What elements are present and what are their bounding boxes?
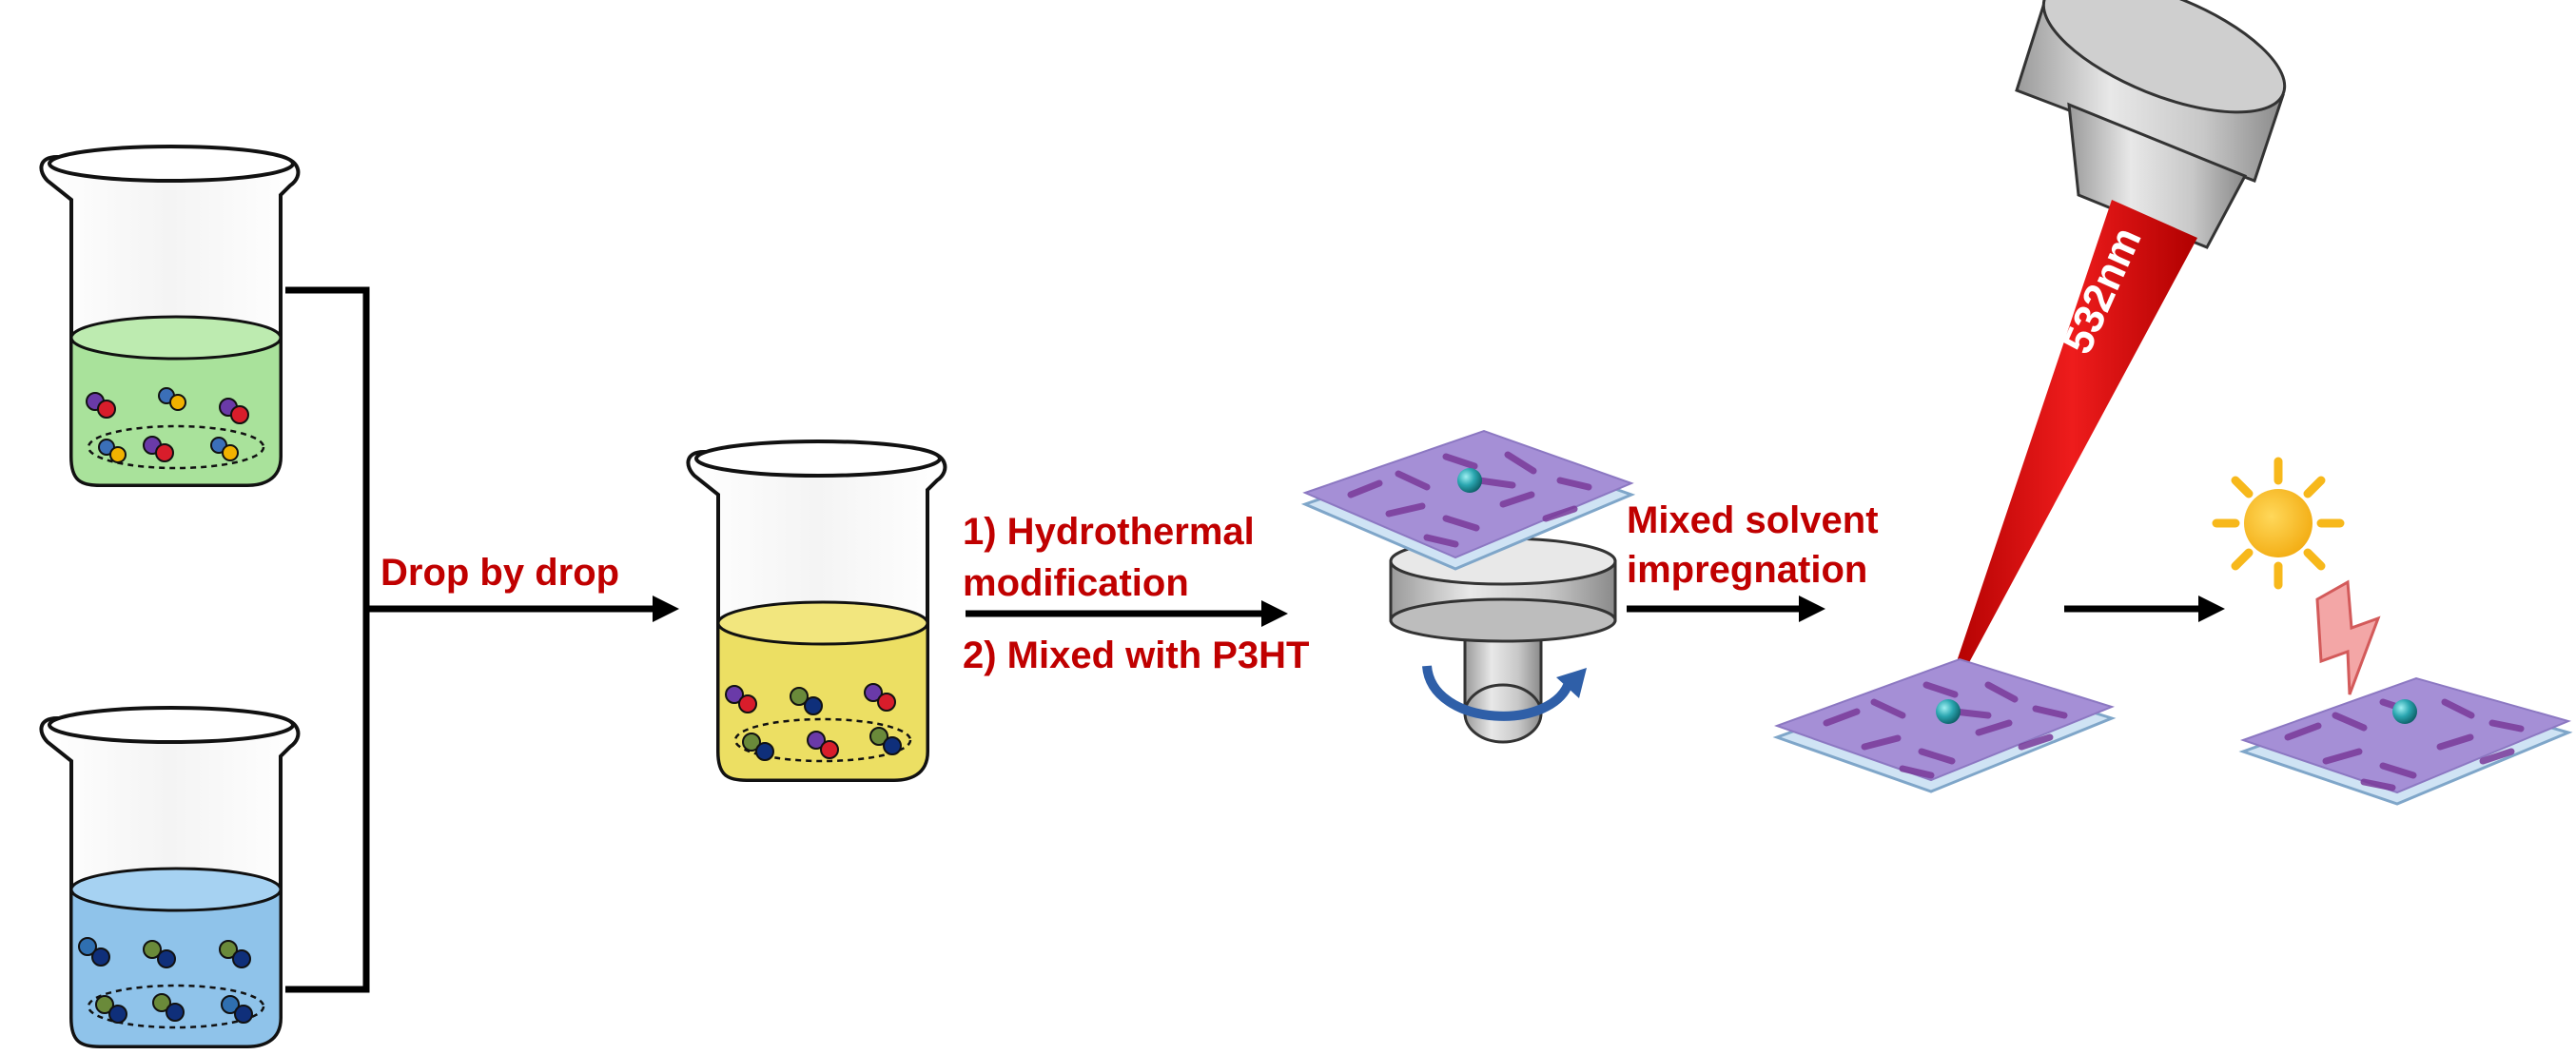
beaker-icon: [39, 145, 301, 487]
rotation-arrow-icon: [1422, 665, 1587, 721]
lightning-icon: [2315, 579, 2381, 695]
film-final: [2238, 676, 2573, 806]
label-step2: 2) Mixed with P3HT: [963, 635, 1310, 676]
label-drop-by-drop: Drop by drop: [381, 552, 619, 594]
spin-coater-icon: [1300, 429, 1636, 744]
sun-icon: [2212, 457, 2345, 590]
laser-beam: [1946, 200, 2197, 694]
beaker-icon: [39, 706, 301, 1048]
beaker-icon: [686, 440, 947, 782]
laser-head-icon: [2015, 0, 2287, 249]
label-solvent2: impregnation: [1627, 549, 1867, 591]
bracket-connector: [285, 286, 370, 993]
film-sample: [1772, 657, 2117, 793]
label-solvent1: Mixed solvent: [1627, 499, 1879, 541]
label-step1b: modification: [963, 562, 1189, 604]
label-step1: 1) Hydrothermal: [963, 511, 1255, 553]
